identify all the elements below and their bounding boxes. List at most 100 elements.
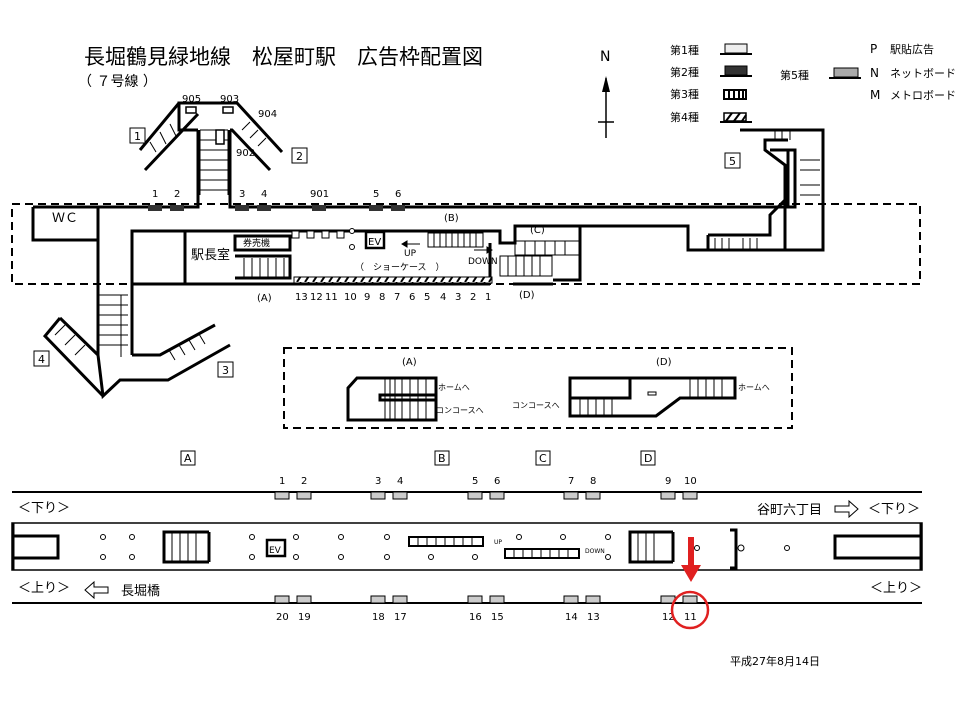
exit-5: 5 [729,155,736,168]
platform-ad-slot-10 [682,491,698,500]
exit-1: 1 [134,130,141,143]
svg-text:(A): (A) [257,293,272,304]
pillar [249,534,255,540]
svg-text:DOWN: DOWN [585,548,605,555]
ev-label: EV [368,237,381,248]
svg-text:905: 905 [182,94,201,105]
svg-text:(C): (C) [530,225,545,236]
pillar [129,534,135,540]
platform-ad-slot-16 [467,595,483,604]
type5-icon [829,67,861,79]
exit-markers: 1 2 3 4 5 [33,127,741,378]
svg-text:ネットボード: ネットボード [890,67,956,80]
svg-text:第2種: 第2種 [670,65,699,79]
platform-slot-label: 3 [375,476,381,487]
ad-slot-label: 5 [373,189,379,200]
platform-ad-slot-18 [370,595,386,604]
pillar [605,534,611,540]
showcase-slot-label: 5 [424,292,430,303]
pillar [293,554,299,560]
svg-text:(D): (D) [519,290,535,301]
svg-text:N: N [600,49,610,65]
platform-slot-label: 20 [276,612,289,623]
platform-slot-label: 7 [568,476,574,487]
platform-slot-label: 4 [397,476,403,487]
concourse-plan: ＷＣ 駅長室 券売機 EV UP DOWN （ ショーケース ） (A) (B)… [11,101,921,400]
platform-slot-label: 16 [469,612,482,623]
pillar [516,534,522,540]
showcase-label: （ ショーケース ） [355,262,445,273]
platform-ad-slot-17 [392,595,408,604]
showcase-slot-label: 9 [364,292,370,303]
pillar [560,534,566,540]
svg-text:903: 903 [220,94,239,105]
showcase-slot-label: 12 [310,292,323,303]
platform-slot-label: 15 [491,612,504,623]
pillar [100,534,106,540]
arrow-right-icon [834,499,859,519]
platform-ad-slot-13 [585,595,601,604]
platform-ad-slot-19 [296,595,312,604]
svg-text:D: D [644,452,652,465]
platform-slot-label: 11 [684,612,697,623]
pillar [100,554,106,560]
highlight-marker [670,537,710,630]
svg-text:第1種: 第1種 [670,43,699,57]
ad-slot-type2 [391,205,405,211]
platform-ad-slot-9 [660,491,676,500]
svg-text:コンコースへ: コンコースへ [512,401,560,410]
svg-text:UP: UP [494,539,502,546]
showcase-slot-label: 13 [295,292,308,303]
platform-slot-label: 12 [662,612,675,623]
down-destination: 谷町六丁目 [757,503,822,518]
svg-text:(D): (D) [656,357,672,368]
platform-ad-slot-5 [467,491,483,500]
platform-ad-slot-1 [274,491,290,500]
platform-ad-slot-6 [489,491,505,500]
showcase-slot-label: 10 [344,292,357,303]
platform-slot-label: 9 [665,476,671,487]
ad-slot-label: 3 [239,189,245,200]
pillar [472,554,478,560]
north-arrow-icon: N [598,49,614,138]
up-label-right: ＜上り＞ [870,581,922,596]
platform-slot-label: 5 [472,476,478,487]
exit-3: 3 [222,364,229,377]
pillar [428,554,434,560]
ad-slot-label: 4 [261,189,267,200]
svg-text:ホームへ: ホームへ [438,383,470,392]
platform-ad-slot-11 [682,595,698,604]
svg-text:904: 904 [258,109,277,120]
svg-text:メトロボード: メトロボード [890,89,956,102]
svg-text:P: P [870,42,877,56]
platform-ad-slot-15 [489,595,505,604]
platform-slot-label: 6 [494,476,500,487]
down-label-left: ＜下り＞ [18,501,70,516]
platform-slot-label: 19 [298,612,311,623]
page-title: 長堀鶴見緑地線 松屋町駅 広告枠配置図 [84,45,483,69]
subtitle: （ ７号線 ） [78,74,157,90]
ticket-machine-label: 券売機 [243,237,270,249]
ad-slot-type2 [148,205,162,211]
date-label: 平成27年8月14日 [730,654,820,668]
showcase-slot-label: 1 [485,292,491,303]
platform-slot-label: 8 [590,476,596,487]
up-destination: 長堀橋 [121,584,160,599]
platform-slot-label: 14 [565,612,578,623]
type2-icon [720,65,752,77]
svg-text:B: B [438,452,446,465]
ad-slot-label: 6 [395,189,401,200]
platform-ad-slot-8 [585,491,601,500]
platform-ev-label: EV [269,546,282,556]
pillar [384,534,390,540]
svg-text:第4種: 第4種 [670,110,699,124]
svg-text:DOWN: DOWN [468,257,498,267]
platform-plan: EV UP DOWN ＜下り＞ ＜下り＞ ＜上り＞ ＜上り＞ 谷町六丁目 長堀橋… [11,450,923,604]
section-markers: A B C D [180,450,656,466]
svg-text:902: 902 [236,148,255,159]
arrow-left-icon [84,580,109,600]
platform-ad-slot-7 [563,491,579,500]
svg-text:(B): (B) [444,213,459,224]
svg-text:(A): (A) [402,357,417,368]
svg-text:M: M [870,88,880,102]
